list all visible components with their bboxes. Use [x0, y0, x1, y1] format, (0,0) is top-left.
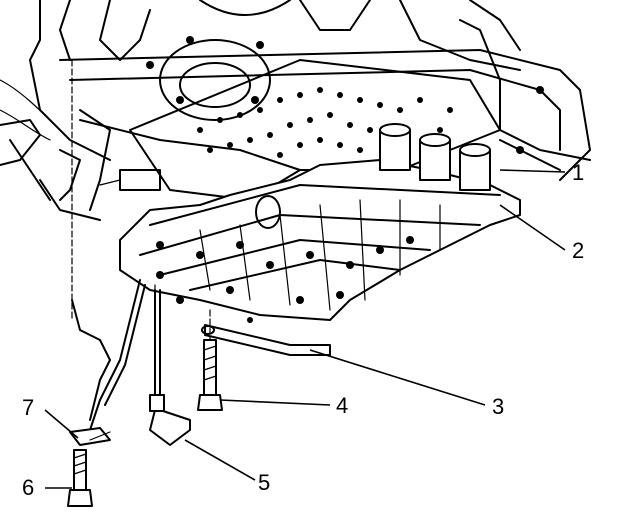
- callout-label-1: 1: [572, 160, 584, 185]
- leader-4: [219, 399, 331, 406]
- bolt-part-4: [197, 339, 223, 411]
- leader-3: [309, 349, 486, 406]
- leader-7: [44, 409, 79, 439]
- leader-2: [499, 204, 566, 251]
- callout-label-5: 5: [258, 470, 270, 495]
- retaining-bracket-part-3: [201, 324, 331, 356]
- callout-label-6: 6: [22, 475, 34, 500]
- alignment-lines: [71, 59, 211, 421]
- callout-label-7: 7: [22, 395, 34, 420]
- tube-assembly-part-5: [89, 279, 191, 446]
- transmission-case: [0, 0, 591, 221]
- leader-5: [184, 439, 256, 481]
- callout-label-4: 4: [336, 393, 348, 418]
- bolt-part-6: [67, 449, 93, 507]
- leader-1: [499, 169, 566, 173]
- tube-clip-part-7: [69, 427, 111, 446]
- callout-leaders: [44, 169, 566, 489]
- callout-label-3: 3: [492, 394, 504, 419]
- callout-label-2: 2: [572, 238, 584, 263]
- valve-body: [119, 123, 521, 323]
